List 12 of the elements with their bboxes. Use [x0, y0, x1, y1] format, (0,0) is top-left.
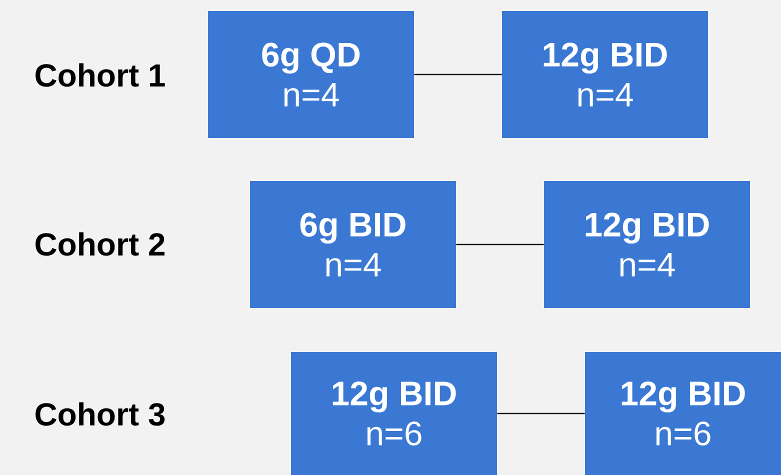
dose-box: 12g BID n=6 — [291, 352, 497, 475]
connector-line — [497, 412, 585, 414]
cohort-label: Cohort 3 — [36, 402, 165, 426]
dose-box: 12g BID n=4 — [544, 181, 750, 308]
cohort-label: Cohort 1 — [36, 63, 165, 87]
dose-box: 12g BID n=4 — [502, 11, 708, 138]
connector-line — [414, 74, 502, 76]
dose-box: 12g BID n=6 — [585, 352, 781, 475]
cohort-label: Cohort 2 — [36, 232, 164, 256]
connector-line — [456, 244, 544, 246]
dose-box: 6g QD n=4 — [208, 11, 414, 138]
dose-box: 6g BID n=4 — [250, 181, 456, 308]
